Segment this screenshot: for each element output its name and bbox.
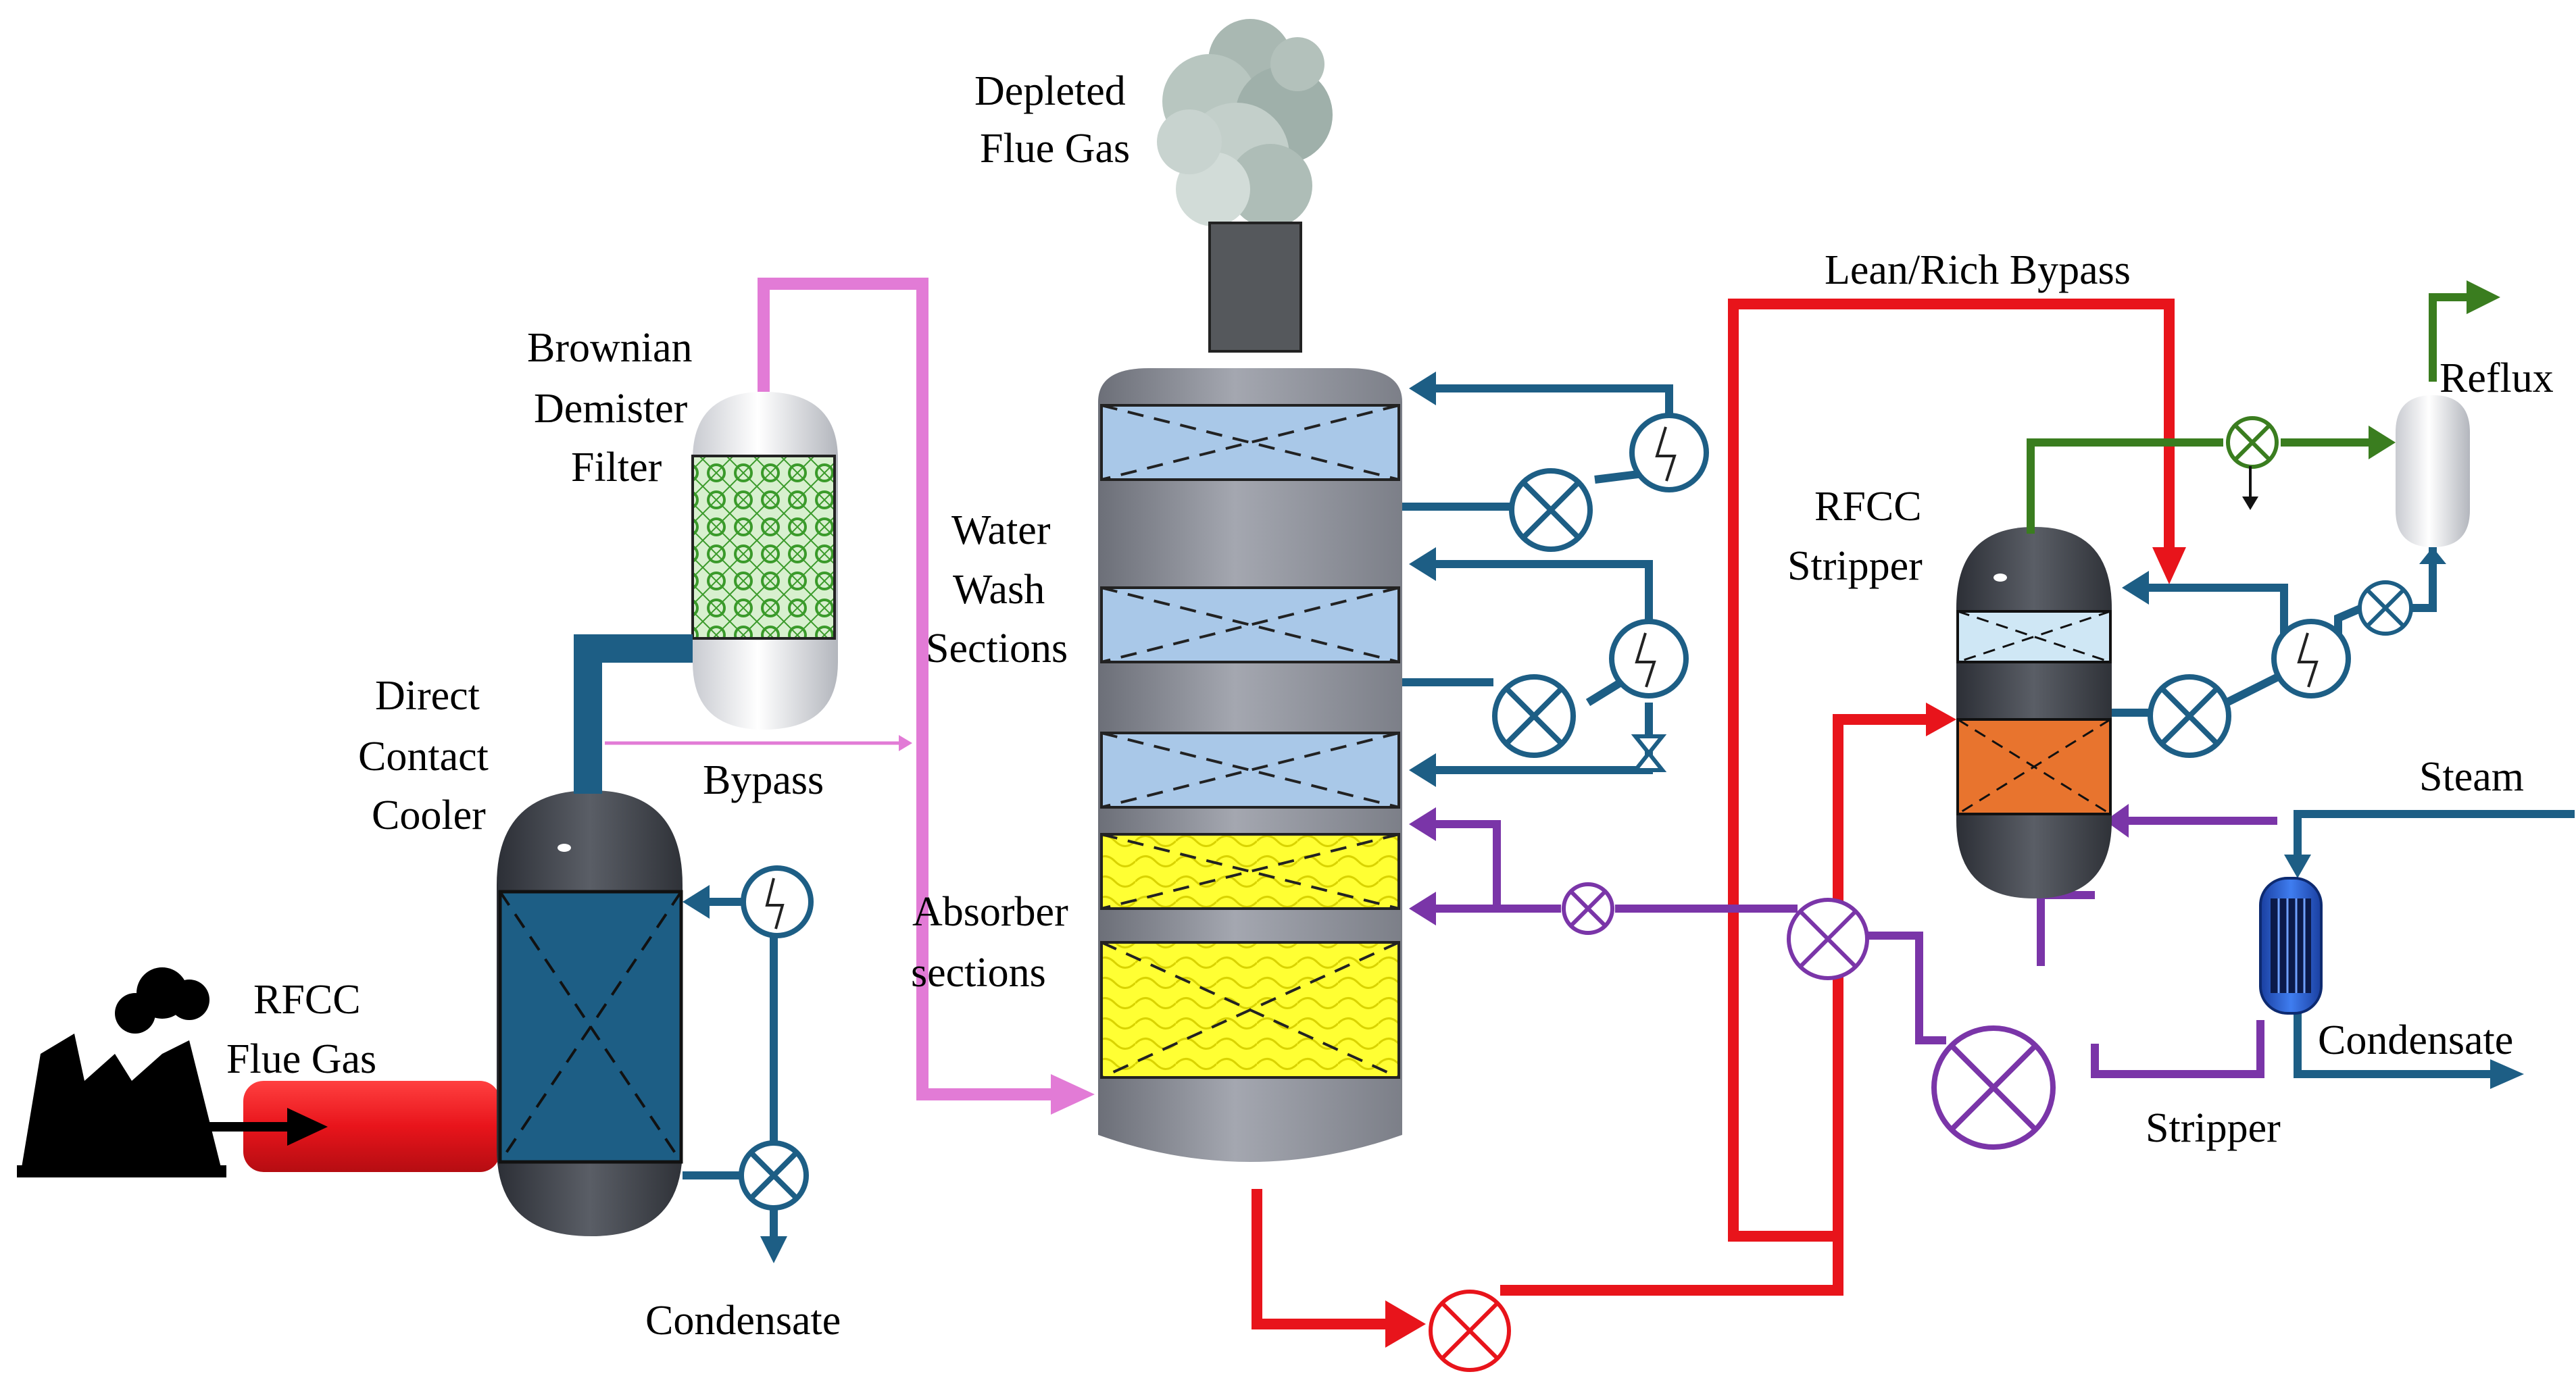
water-wash-packing-3 (1100, 732, 1400, 809)
label-stripper-bottom: Stripper (2146, 1105, 2281, 1151)
heat-exchanger-icon (1609, 619, 1689, 698)
valve-icon (1562, 882, 1614, 935)
label-wash: Wash (953, 567, 1045, 613)
smoke-plume-icon (1157, 19, 1333, 228)
brownian-demister-filter (691, 392, 838, 730)
valve-icon (1631, 734, 1667, 772)
absorber-packing-1 (1100, 833, 1400, 910)
label-lean-rich-bypass: Lean/Rich Bypass (1825, 247, 2131, 293)
valve-icon (2358, 580, 2413, 636)
label-depleted: Depleted (974, 68, 1126, 114)
stripper-condenser-loop (2112, 547, 2437, 717)
label-flue-gas-top: Flue Gas (980, 126, 1130, 172)
label-rfcc-flue-2: Flue Gas (226, 1036, 376, 1082)
absorber-column (1098, 368, 1402, 1162)
pump-icon (1492, 674, 1576, 758)
pump-icon (1429, 1290, 1511, 1372)
label-direct: Direct (375, 673, 480, 719)
label-steam: Steam (2419, 754, 2524, 800)
label-absorber: Absorber (912, 889, 1068, 935)
label-reflux: Reflux (2439, 355, 2554, 401)
lean-solvent-line (1433, 817, 2264, 1078)
pump-icon (2148, 674, 2231, 758)
label-sections-water: Sections (926, 626, 1068, 671)
label-filter: Filter (571, 444, 662, 490)
label-contact: Contact (358, 734, 489, 780)
label-cooler: Cooler (372, 792, 486, 838)
label-water: Water (951, 507, 1051, 553)
reboiler-icon (2259, 877, 2323, 1015)
flue-gas-inlet-pipe (243, 1081, 500, 1172)
absorber-packing-2 (1100, 941, 1400, 1079)
label-rfcc-stripper-2: Stripper (1787, 543, 1923, 589)
pump-icon (739, 1140, 809, 1211)
valve-icon (2226, 416, 2279, 469)
label-demister: Demister (534, 386, 688, 432)
heat-exchanger-icon (2271, 619, 2351, 698)
stack (1208, 222, 1302, 353)
dcc-to-filter-duct (574, 634, 693, 794)
pump-icon (1787, 898, 1869, 980)
water-wash-packing-1 (1100, 404, 1400, 481)
label-condensate-right: Condensate (2318, 1017, 2513, 1063)
label-rfcc-stripper-1: RFCC (1814, 484, 1922, 530)
treated-gas-line (758, 278, 1054, 1100)
label-rfcc-flue-1: RFCC (253, 977, 361, 1023)
rich-solvent-line (1252, 299, 2175, 1329)
label-brownian: Brownian (527, 325, 693, 371)
reflux-drum (2396, 395, 2470, 547)
water-wash-packing-2 (1100, 586, 1400, 663)
rfcc-stripper (1956, 527, 2112, 898)
factory-icon (17, 967, 226, 1177)
pump-icon (1509, 468, 1593, 552)
direct-contact-cooler (497, 790, 683, 1236)
label-sections-absorber: sections (911, 950, 1046, 996)
label-condensate-left: Condensate (645, 1298, 841, 1344)
overhead-vapor-line (2027, 293, 2470, 534)
text-labels: Depleted Flue Gas Lean/Rich Bypass Reflu… (226, 68, 2554, 1344)
label-bypass: Bypass (703, 757, 824, 803)
pump-icon (1931, 1025, 2056, 1150)
heat-exchanger-icon (1629, 413, 1709, 492)
heat-exchanger-icon (741, 865, 814, 938)
steam-line (2294, 810, 2575, 1078)
